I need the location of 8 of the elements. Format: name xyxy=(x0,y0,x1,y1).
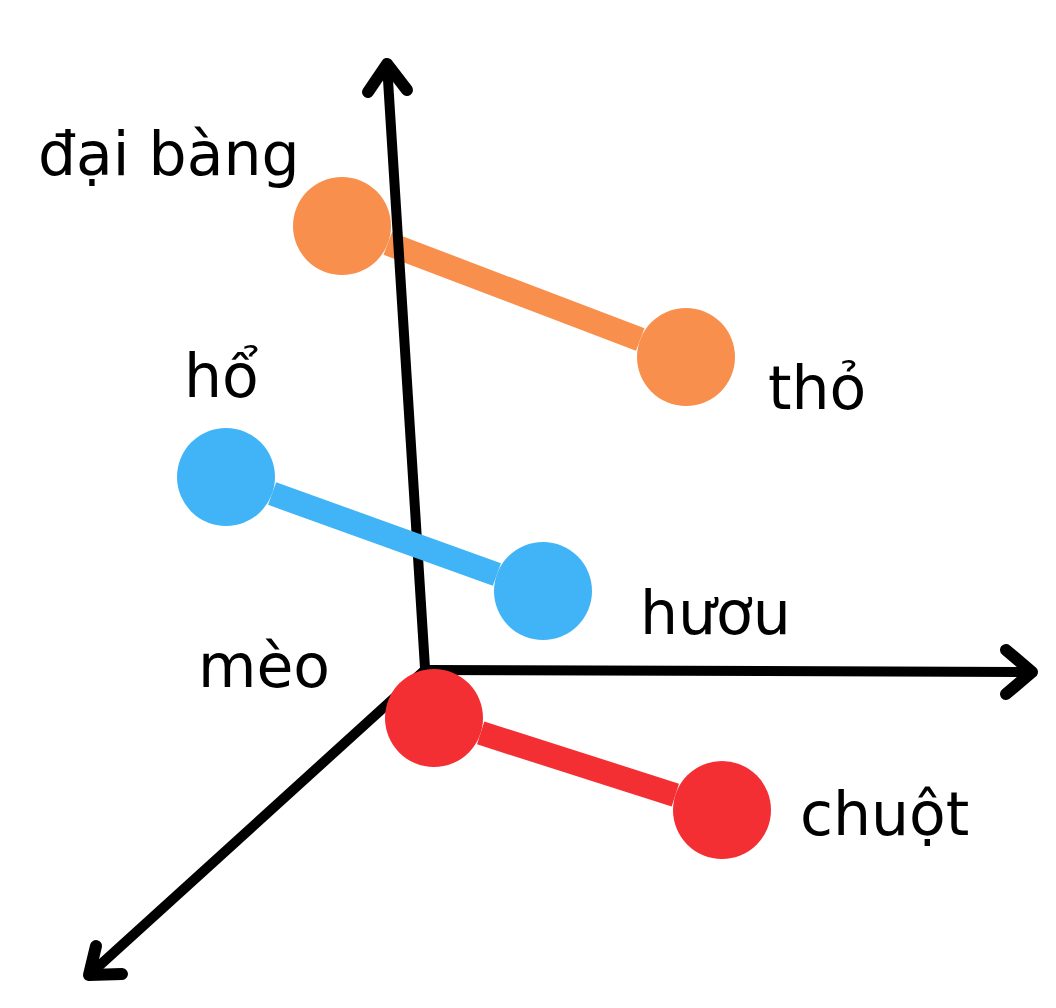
node-label: mèo xyxy=(198,636,331,696)
node-label: chuột xyxy=(800,784,970,844)
connecting-line xyxy=(477,721,679,807)
connecting-line xyxy=(383,232,645,351)
node-label: hổ xyxy=(184,346,259,406)
node-label: thỏ xyxy=(768,358,867,418)
node-label: hươu xyxy=(640,583,791,643)
connecting-line xyxy=(268,482,501,586)
